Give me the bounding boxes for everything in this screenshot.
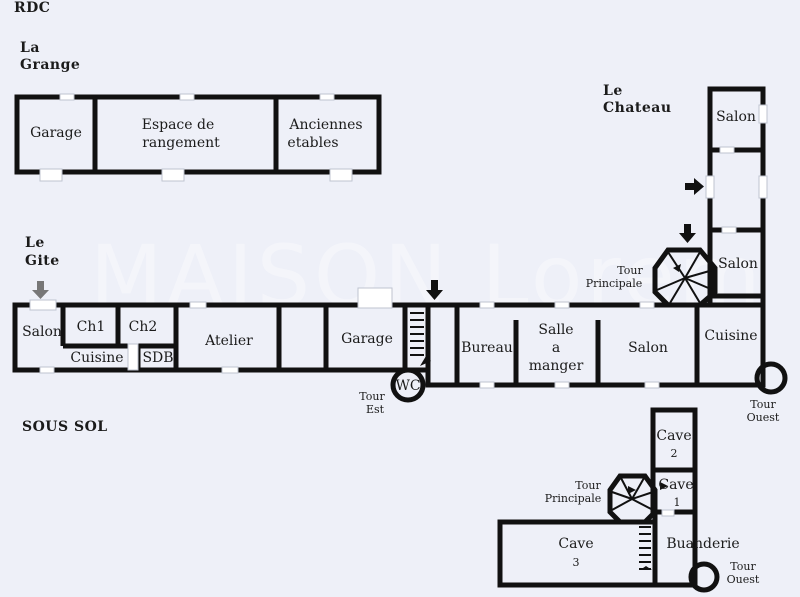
label-tour-principale-ss-line2: Principale	[545, 492, 602, 505]
label-tour-ouest-line1: Tour	[750, 398, 776, 411]
room-label-cave1-line2: 1	[674, 496, 681, 509]
grange-building	[14, 93, 382, 182]
room-label-wc: WC	[395, 378, 420, 394]
room-label-salon-tower-mid: Salon	[718, 256, 758, 272]
label-tour-ouest-line2: Ouest	[747, 411, 780, 424]
room-label-ch1: Ch1	[77, 319, 106, 335]
room-label-cave3-line2: 3	[573, 556, 580, 569]
room-label-bureau: Bureau	[461, 340, 513, 356]
room-label-cave3-line1: Cave	[558, 536, 593, 552]
chateau-building	[390, 86, 788, 403]
room-label-salle-line1: Salle	[538, 322, 573, 338]
label-tour-ouest-ss-line1: Tour	[730, 560, 756, 573]
room-label-salon-tower-top: Salon	[716, 109, 756, 125]
room-label-anciennes-line1: Anciennes	[288, 117, 362, 133]
stairs-arrow-sous-sol	[640, 566, 652, 570]
spiral-arrow-principale	[673, 264, 681, 272]
heading-grange-line1: La	[20, 40, 40, 56]
entrance-arrow-side	[685, 178, 704, 195]
room-label-cuisine-chateau: Cuisine	[704, 328, 757, 344]
stairs-sous-sol	[639, 526, 651, 570]
heading-rdc: RDC	[14, 0, 50, 16]
entrance-arrow-tower	[679, 224, 696, 243]
room-label-garage-grange: Garage	[30, 125, 82, 141]
heading-gite-line2: Gite	[25, 253, 60, 269]
gite-building	[12, 287, 431, 374]
stairs-gite	[410, 312, 424, 356]
heading-sous-sol: SOUS SOL	[22, 419, 108, 435]
label-tour-principale-line1: Tour	[617, 264, 643, 277]
heading-grange-line2: Grange	[20, 57, 80, 73]
watermark-text: MAISON Lorem	[90, 227, 765, 325]
sous-sol-building	[497, 407, 720, 593]
room-label-buanderie: Buanderie	[666, 536, 739, 552]
room-label-cave2-line1: Cave	[656, 428, 691, 444]
spiral-stairs-principale	[656, 251, 714, 304]
room-label-atelier: Atelier	[204, 333, 253, 349]
stairs-arrow-gite	[420, 356, 431, 366]
spiral-stairs-sous-sol	[611, 477, 654, 511]
room-label-salle-line2: a	[552, 340, 560, 356]
label-tour-est-line2: Est	[366, 403, 385, 416]
entrance-arrow-chateau-west	[426, 280, 443, 300]
heading-chateau-line1: Le	[603, 83, 623, 99]
heading-chateau-line2: Chateau	[603, 100, 672, 116]
room-label-salon-gite: Salon	[22, 324, 62, 340]
room-label-ch2: Ch2	[129, 319, 158, 335]
entrance-arrow-gite	[32, 281, 49, 299]
room-label-salon-chateau: Salon	[628, 340, 668, 356]
label-tour-est-line1: Tour	[359, 390, 385, 403]
room-label-cave2-line2: 2	[671, 447, 678, 460]
room-label-espace-line2: rangement	[142, 135, 220, 151]
room-label-cave1-line1: Cave	[658, 477, 693, 493]
label-tour-ouest-ss-line2: Ouest	[727, 573, 760, 586]
spiral-arrow-sous-sol	[628, 486, 636, 494]
room-label-cuisine-gite: Cuisine	[70, 350, 123, 366]
label-tour-principale-line2: Principale	[586, 277, 643, 290]
heading-gite-line1: Le	[25, 235, 45, 251]
room-label-anciennes-line2: etables	[287, 135, 338, 151]
cave1-arrow	[660, 482, 668, 490]
room-label-salle-line3: manger	[529, 358, 584, 374]
room-label-sdb: SDB	[142, 350, 173, 366]
room-label-espace-line1: Espace de	[142, 117, 215, 133]
label-tour-principale-ss-line1: Tour	[575, 479, 601, 492]
room-label-garage-gite: Garage	[341, 331, 393, 347]
